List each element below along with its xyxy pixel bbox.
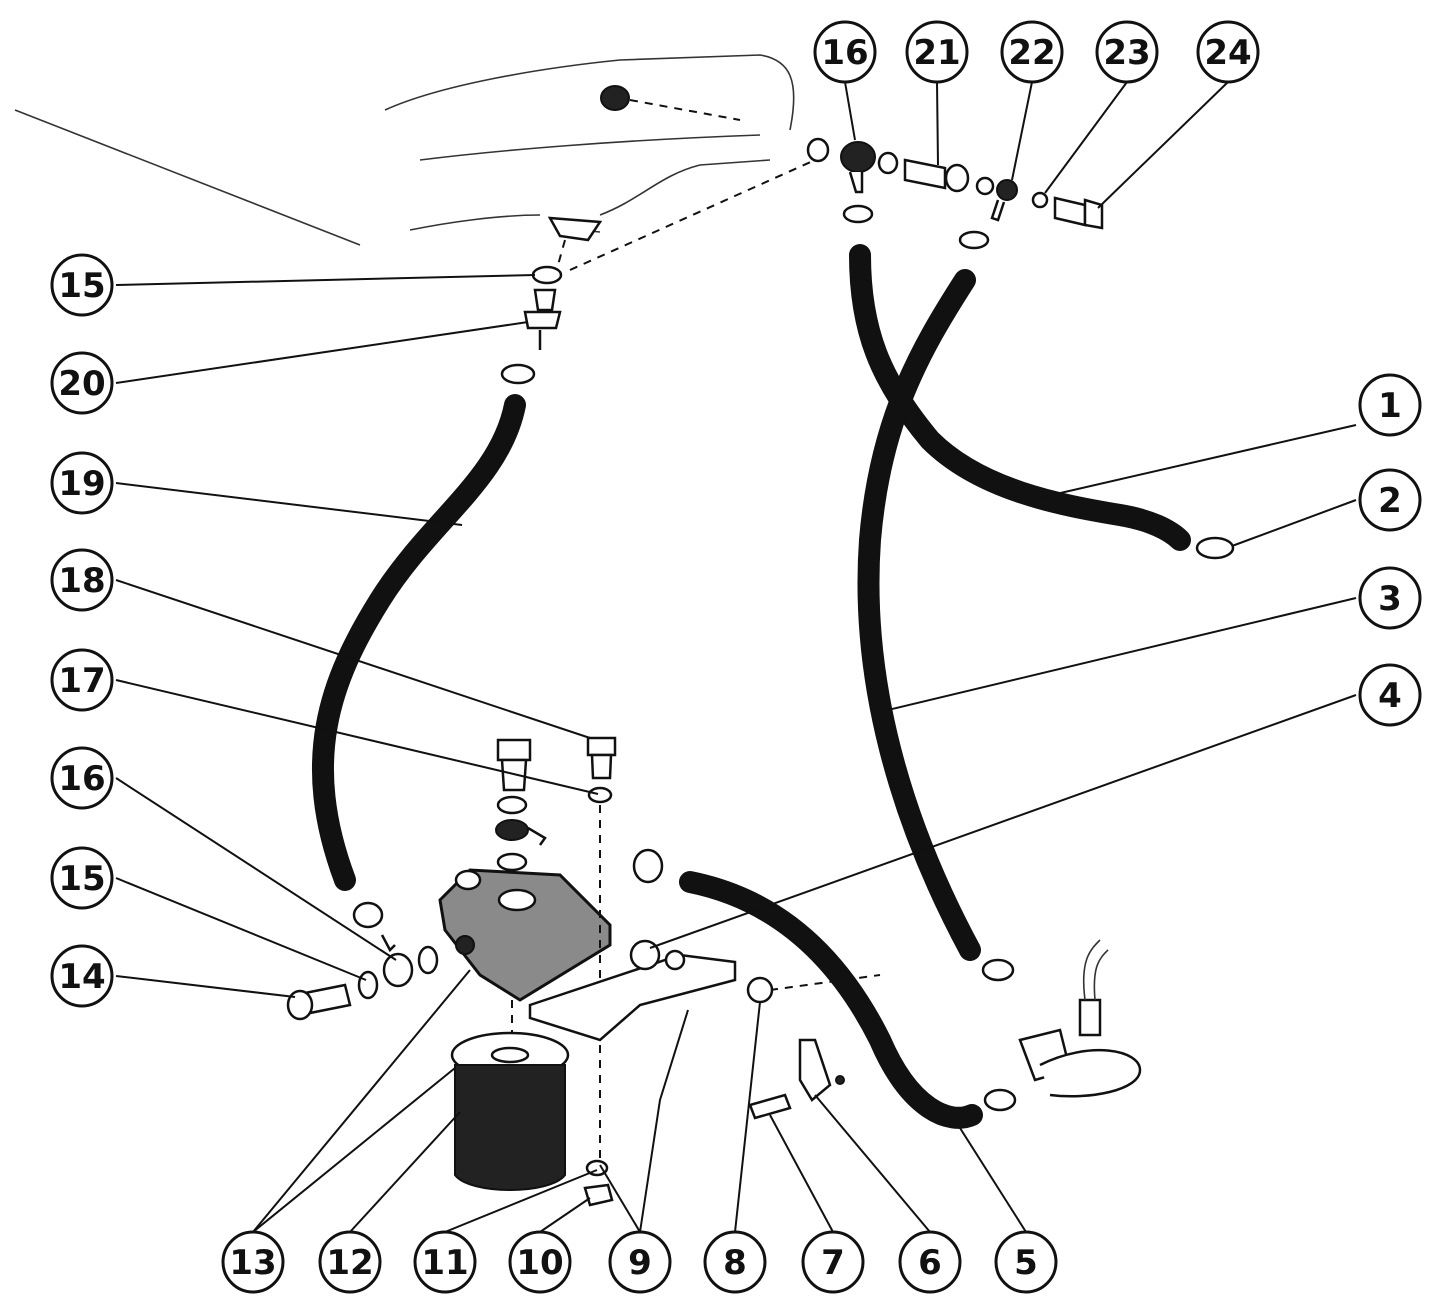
callout-number: 21 [913,33,960,73]
callout-circle [801,1230,865,1294]
hose-3 [857,269,981,961]
callout-4: 4 [1358,663,1422,727]
callout-13: 13 [221,1230,285,1294]
leader-lines [115,81,1357,1233]
callout-11: 11 [413,1230,477,1294]
callout-circle [703,1230,767,1294]
callout-circle [1358,373,1422,437]
callout-3: 3 [1358,566,1422,630]
callout-circle [50,548,114,612]
top-banjo-assembly [569,137,1104,271]
callout-number: 12 [326,1243,373,1283]
fuel-pump-inlet [1018,939,1142,1098]
engine-block-outline [14,54,795,246]
callout-circle [50,746,114,810]
callout-circle [50,846,114,910]
callout-number: 1 [1378,386,1402,426]
callout-23: 23 [1095,20,1159,84]
hose-19 [311,394,526,891]
callout-number: 10 [516,1243,563,1283]
callout-circle [1095,20,1159,84]
callout-number: 5 [1014,1243,1038,1283]
engine-plug [600,85,630,111]
callout-number: 9 [628,1243,652,1283]
callout-number: 18 [58,561,105,601]
callout-number: 13 [229,1243,276,1283]
callout-22: 22 [1000,20,1064,84]
hose-clamps [352,536,1235,1112]
callout-circle [508,1230,572,1294]
callout-9: 9 [608,1230,672,1294]
callout-2: 2 [1358,468,1422,532]
callout-19: 19 [50,451,114,515]
callout-circle [413,1230,477,1294]
callout-7: 7 [801,1230,865,1294]
callout-number: 14 [58,957,105,997]
callout-6: 6 [898,1230,962,1294]
callout-5: 5 [994,1230,1058,1294]
mounting-bracket [528,939,881,1042]
callout-circle [1000,20,1064,84]
callout-number: 16 [821,33,868,73]
callout-number: 20 [58,364,105,404]
callout-number: 7 [821,1243,845,1283]
callout-number: 22 [1008,33,1055,73]
callout-circle [1358,663,1422,727]
callout-circle [994,1230,1058,1294]
callout-circle [50,351,114,415]
callout-number: 15 [58,859,105,899]
callout-number: 3 [1378,579,1402,619]
callout-18: 18 [50,548,114,612]
callout-24: 24 [1196,20,1260,84]
callout-circle [813,20,877,84]
callout-21: 21 [905,20,969,84]
callout-12: 12 [318,1230,382,1294]
callout-8: 8 [703,1230,767,1294]
callout-circle [608,1230,672,1294]
callout-circle [221,1230,285,1294]
callout-15: 15 [50,253,114,317]
callout-number: 2 [1378,481,1402,521]
callout-circle [318,1230,382,1294]
callout-10: 10 [508,1230,572,1294]
callout-circle [1196,20,1260,84]
callout-number: 4 [1378,676,1402,716]
callout-16: 16 [813,20,877,84]
hose-5 [679,871,983,1129]
filter-head [438,736,617,1160]
callout-number: 15 [58,266,105,306]
callout-number: 8 [723,1243,747,1283]
callout-circle [50,648,114,712]
callout-20: 20 [50,351,114,415]
callout-number: 23 [1103,33,1150,73]
callout-number: 16 [58,759,105,799]
callout-circle [898,1230,962,1294]
callout-17: 17 [50,648,114,712]
hose-1 [849,244,1191,551]
callout-circle [50,451,114,515]
callout-circle [905,20,969,84]
callout-number: 24 [1204,33,1251,73]
callout-number: 19 [58,464,105,504]
callout-number: 11 [421,1243,468,1283]
callout-1: 1 [1358,373,1422,437]
callout-circle [50,253,114,317]
callout-15: 15 [50,846,114,910]
left-upper-fitting [500,239,566,385]
callout-circle [50,944,114,1008]
callout-number: 17 [58,661,105,701]
filter-cartridge [450,1031,570,1191]
callout-16: 16 [50,746,114,810]
callout-circle [1358,566,1422,630]
callout-circle [1358,468,1422,532]
callout-14: 14 [50,944,114,1008]
callout-number: 6 [918,1243,942,1283]
side-banjo-assembly [286,934,439,1021]
